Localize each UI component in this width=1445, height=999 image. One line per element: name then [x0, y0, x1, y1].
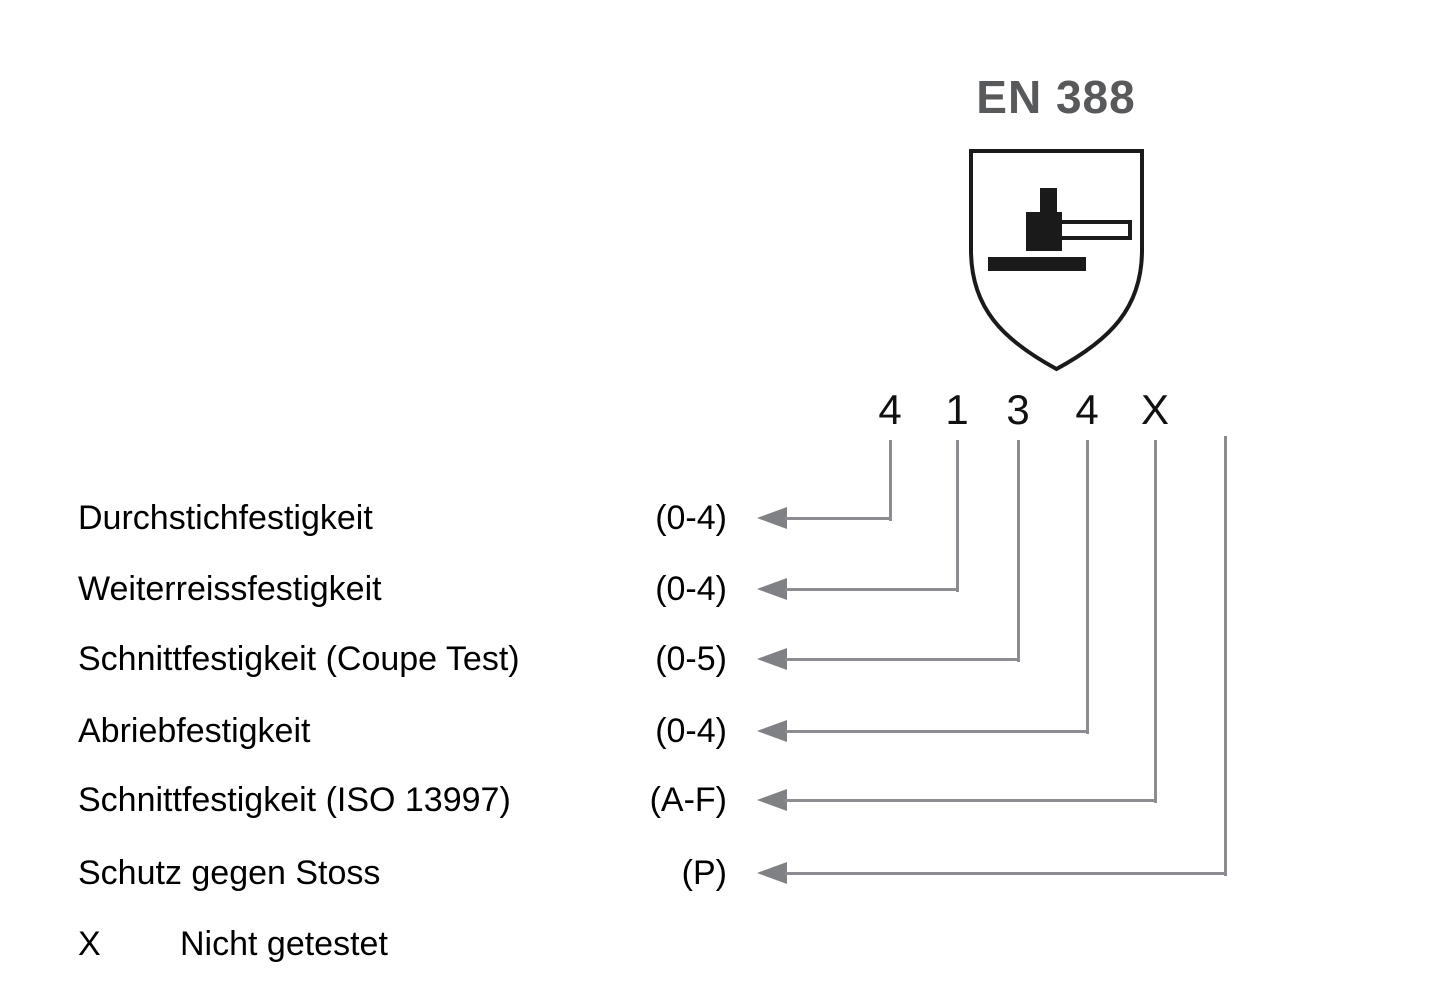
row-range-durchstichfestigkeit: (0-4) — [655, 499, 727, 537]
arrowhead-icon-1 — [757, 507, 787, 529]
connector-horizontal-3 — [785, 657, 1019, 661]
row-label-abriebfestigkeit: Abriebfestigkeit — [78, 712, 311, 750]
arrowhead-icon-4 — [757, 720, 787, 742]
connector-horizontal-4 — [785, 729, 1088, 733]
en388-shield-icon — [969, 149, 1144, 372]
row-label-schnittfestigkeit-coupe: Schnittfestigkeit (Coupe Test) — [78, 640, 520, 678]
connector-vertical-3 — [1016, 440, 1020, 662]
rating-digit-2: 1 — [945, 386, 969, 433]
row-range-schnittfestigkeit-coupe: (0-5) — [655, 640, 727, 678]
row-range-schnittfestigkeit-iso: (A-F) — [649, 781, 727, 819]
connector-horizontal-6 — [785, 871, 1226, 875]
connector-vertical-5 — [1153, 440, 1157, 803]
impact-surface-bar-icon — [988, 257, 1086, 271]
arrowhead-icon-3 — [757, 648, 787, 670]
connector-vertical-2 — [955, 440, 959, 592]
row-label-durchstichfestigkeit: Durchstichfestigkeit — [78, 499, 373, 537]
connector-vertical-1 — [888, 440, 892, 521]
arrowhead-icon-2 — [757, 578, 787, 600]
rating-digit-1: 4 — [878, 386, 902, 433]
row-label-schutz-gegen-stoss: Schutz gegen Stoss — [78, 854, 381, 892]
footnote-text: Nicht getestet — [180, 925, 388, 963]
row-label-weiterreissfestigkeit: Weiterreissfestigkeit — [78, 570, 382, 608]
arrowhead-icon-6 — [757, 862, 787, 884]
rating-digit-5: X — [1140, 386, 1170, 433]
hammer-handle-icon — [1052, 220, 1132, 240]
connector-horizontal-1 — [785, 516, 891, 520]
rating-digit-4: 4 — [1075, 386, 1099, 433]
row-range-schutz-gegen-stoss: (P) — [681, 854, 727, 892]
row-range-weiterreissfestigkeit: (0-4) — [655, 570, 727, 608]
arrowhead-icon-5 — [757, 789, 787, 811]
connector-vertical-6 — [1223, 436, 1227, 876]
rating-digit-3: 3 — [1006, 386, 1030, 433]
row-label-schnittfestigkeit-iso: Schnittfestigkeit (ISO 13997) — [78, 781, 511, 819]
connector-horizontal-5 — [785, 798, 1156, 802]
row-range-abriebfestigkeit: (0-4) — [655, 712, 727, 750]
connector-vertical-4 — [1085, 440, 1089, 734]
footnote-symbol: X — [78, 925, 101, 963]
standard-title: EN 388 — [976, 71, 1136, 123]
connector-horizontal-2 — [785, 587, 958, 591]
hammer-head-icon — [1026, 188, 1062, 251]
